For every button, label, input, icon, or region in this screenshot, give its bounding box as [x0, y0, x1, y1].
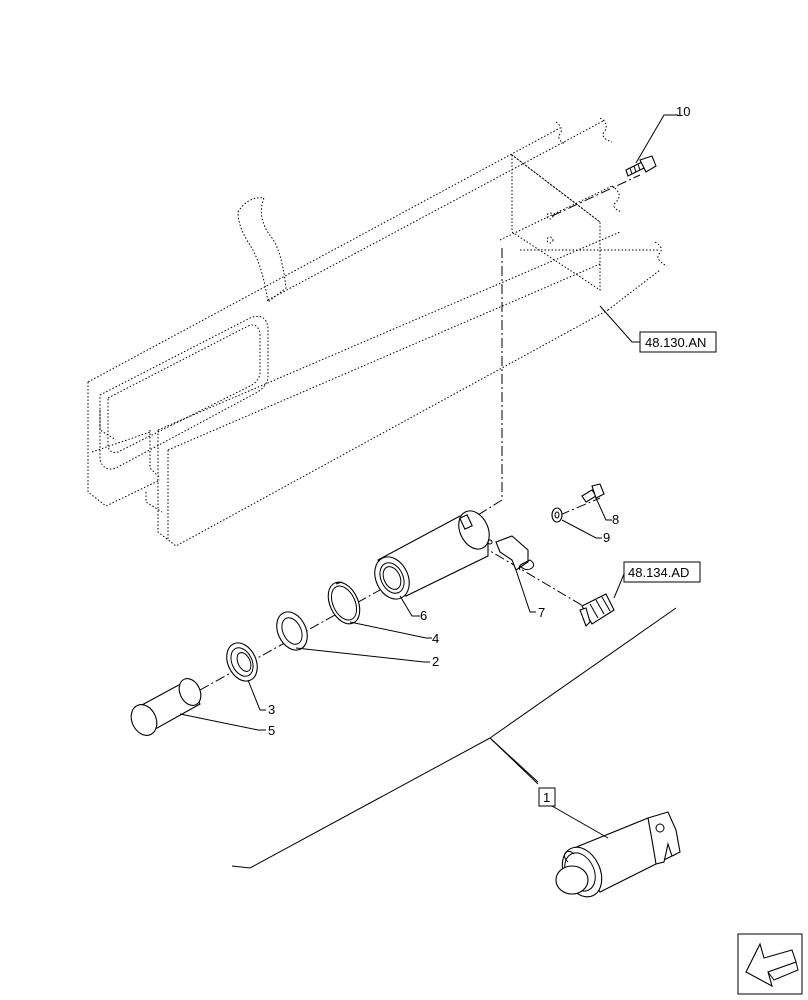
sleeve-part-6 [374, 510, 493, 600]
fitting-ref-box [623, 561, 701, 583]
callout-9: 9 [603, 530, 610, 545]
callout-4: 4 [432, 631, 439, 646]
reference-boxes: 48.130.AN 48.134.AD [623, 331, 717, 583]
bolt-part-10 [625, 155, 657, 177]
shim-part-2 [276, 611, 308, 651]
callout-5: 5 [268, 723, 275, 738]
snap-ring-part-4 [327, 581, 361, 625]
callout-1: 1 [543, 790, 550, 805]
grease-fitting [579, 593, 615, 627]
leader-lines [179, 114, 678, 869]
callout-8: 8 [612, 512, 619, 527]
screw-part-8 [581, 483, 605, 503]
washer-part-9 [551, 507, 563, 523]
assembly-part-1 [555, 811, 681, 898]
frame-ref-label[interactable]: 48.130.AN [645, 335, 706, 350]
seal-part-3 [226, 642, 258, 682]
callout-3: 3 [268, 702, 275, 717]
callout-7: 7 [538, 605, 545, 620]
callout-2: 2 [432, 654, 439, 669]
callout-6: 6 [420, 608, 427, 623]
frame-rail [87, 117, 668, 547]
pin-part-5 [130, 678, 202, 736]
clip-part-7 [495, 535, 535, 571]
frame-ref-box [639, 331, 717, 353]
callout-1-box [538, 787, 556, 807]
callout-10: 10 [676, 104, 690, 119]
fitting-ref-label[interactable]: 48.134.AD [628, 565, 689, 580]
callouts: 10 8 9 7 6 4 2 3 5 1 [268, 104, 690, 807]
arrow-left-icon[interactable] [737, 933, 803, 995]
